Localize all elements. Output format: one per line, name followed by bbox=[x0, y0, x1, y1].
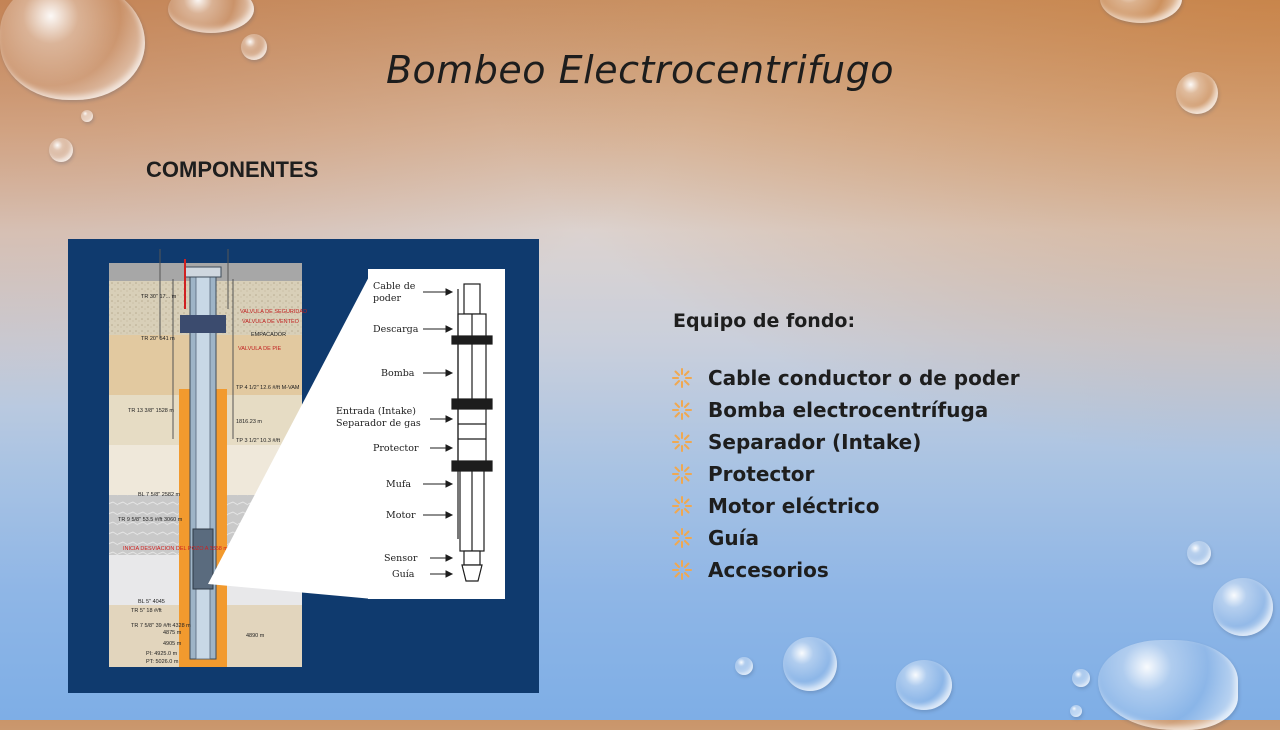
label-pt: PT: 5026.0 m bbox=[146, 659, 179, 665]
component-label-cable: Cable de bbox=[373, 281, 416, 292]
equipment-panel: Equipo de fondo: Cable conductor o de po… bbox=[640, 310, 1020, 586]
label-tr20: TR 20" 541 m bbox=[141, 336, 175, 342]
label-tr5: TR 5" 18 #/ft bbox=[131, 608, 162, 614]
water-drop-decoration bbox=[0, 0, 145, 100]
label-empacador: EMPACADOR bbox=[251, 332, 286, 338]
well-diagram-drawing: TR 30" 17... m TR 20" 541 m TR 13 3/8" 1… bbox=[109, 249, 505, 667]
list-item-label: Bomba electrocentrífuga bbox=[708, 398, 989, 422]
sunburst-bullet-icon bbox=[672, 368, 692, 388]
label-4905: 4905 m bbox=[163, 641, 182, 647]
list-item-label: Cable conductor o de poder bbox=[708, 366, 1020, 390]
list-item: Bomba electrocentrífuga bbox=[640, 394, 1020, 426]
component-label-guia: Guía bbox=[392, 569, 415, 580]
water-drop-decoration bbox=[1176, 72, 1218, 114]
water-drop-decoration bbox=[81, 110, 93, 122]
component-label-sensor: Sensor bbox=[384, 553, 418, 564]
section-title: COMPONENTES bbox=[146, 157, 319, 182]
component-label-mufa: Mufa bbox=[386, 479, 411, 490]
list-item: Separador (Intake) bbox=[640, 426, 1020, 458]
esp-string bbox=[451, 283, 493, 582]
label-valvula-pie: VALVULA DE PIE bbox=[238, 346, 282, 352]
label-valvula-venteo: VALVULA DE VENTEO bbox=[242, 319, 300, 325]
list-item-label: Protector bbox=[708, 462, 815, 486]
component-label-entrada: Entrada (Intake) bbox=[336, 406, 416, 417]
sunburst-bullet-icon bbox=[672, 464, 692, 484]
zoom-wedge bbox=[208, 269, 373, 599]
water-drop-decoration bbox=[168, 0, 254, 33]
sunburst-bullet-icon bbox=[672, 432, 692, 452]
list-item-label: Motor eléctrico bbox=[708, 494, 880, 518]
label-tr13: TR 13 3/8" 1528 m bbox=[128, 408, 174, 414]
label-valvula-seguridad: VALVULA DE SEGURIDAD bbox=[240, 309, 307, 315]
component-label-protector: Protector bbox=[373, 443, 419, 454]
water-drop-decoration bbox=[735, 657, 753, 675]
list-item: Motor eléctrico bbox=[640, 490, 1020, 522]
list-item-label: Guía bbox=[708, 526, 760, 550]
water-drop-decoration bbox=[896, 660, 952, 710]
water-drop-decoration bbox=[241, 34, 267, 60]
water-drop-decoration bbox=[49, 138, 73, 162]
water-drop-decoration bbox=[1213, 578, 1273, 636]
list-item-label: Separador (Intake) bbox=[708, 430, 922, 454]
sunburst-bullet-icon bbox=[672, 400, 692, 420]
component-label-cable-2: poder bbox=[373, 293, 402, 304]
list-item: Accesorios bbox=[640, 554, 1020, 586]
label-tp3: TP 3 1/2" 10.3 #/ft bbox=[236, 438, 281, 444]
label-pi: PI: 4925.0 m bbox=[146, 651, 178, 657]
label-4875: 4875 m bbox=[163, 630, 182, 636]
label-tr30: TR 30" 17... m bbox=[141, 294, 177, 300]
component-label-descarga: Descarga bbox=[373, 324, 419, 335]
well-diagram: TR 30" 17... m TR 20" 541 m TR 13 3/8" 1… bbox=[68, 239, 539, 693]
water-drop-decoration bbox=[1100, 0, 1182, 23]
sunburst-bullet-icon bbox=[672, 496, 692, 516]
wellhead bbox=[184, 266, 222, 278]
component-arrows bbox=[423, 288, 454, 578]
water-drop-decoration bbox=[1187, 541, 1211, 565]
component-label-motor: Motor bbox=[386, 510, 416, 521]
slide-title: Bombeo Electrocentrifugo bbox=[385, 48, 895, 92]
water-drop-decoration bbox=[1070, 705, 1082, 717]
esp-unit bbox=[192, 528, 214, 590]
label-tr7: TR 7 5/8" 39 #/ft 4328 m bbox=[131, 623, 191, 629]
list-item-label: Accesorios bbox=[708, 558, 829, 582]
label-tp4: TP 4 1/2" 12.6 #/ft M-VAM bbox=[236, 385, 300, 391]
list-item: Cable conductor o de poder bbox=[640, 362, 1020, 394]
sunburst-bullet-icon bbox=[672, 528, 692, 548]
label-tr9: TR 9 5/8" 53.5 #/ft 3060 m bbox=[118, 517, 183, 523]
component-label-bomba: Bomba bbox=[381, 368, 415, 379]
equipment-heading: Equipo de fondo: bbox=[673, 310, 856, 332]
label-bl7: BL 7 5/8" 2582 m bbox=[138, 492, 181, 498]
packer bbox=[180, 315, 226, 333]
water-drop-decoration bbox=[1072, 669, 1090, 687]
water-drop-decoration bbox=[783, 637, 837, 691]
list-item: Protector bbox=[640, 458, 1020, 490]
component-label-separador: Separador de gas bbox=[336, 418, 421, 429]
label-depth-1816: 1816.23 m bbox=[236, 419, 262, 425]
sunburst-bullet-icon bbox=[672, 560, 692, 580]
water-drop-decoration bbox=[1098, 640, 1238, 730]
label-desviacion: INICIA DESVIACION DEL POZO A 3358 m bbox=[123, 546, 228, 552]
label-4890: 4890 m bbox=[246, 633, 265, 639]
list-item: Guía bbox=[640, 522, 1020, 554]
label-bl5: BL 5" 4045 bbox=[138, 599, 165, 605]
